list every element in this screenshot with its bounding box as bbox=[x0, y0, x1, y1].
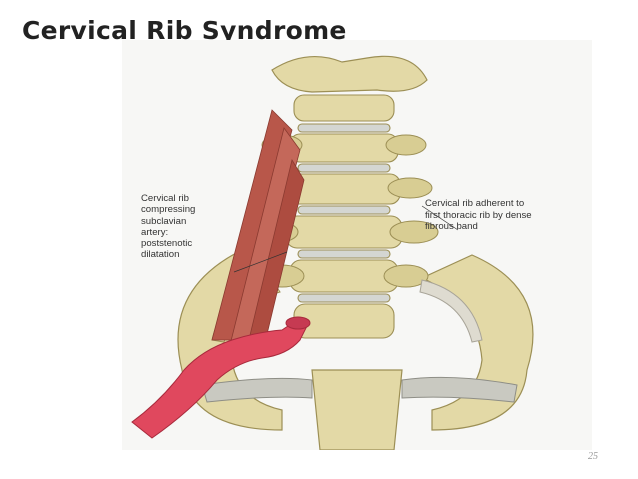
anatomy-illustration bbox=[122, 40, 592, 450]
left-annotation: Cervical rib compressing subclavian arte… bbox=[141, 193, 251, 261]
left-annotation-line: compressing bbox=[141, 204, 196, 216]
left-annotation-line: artery: bbox=[141, 226, 169, 238]
left-annotation-line: subclavian bbox=[141, 215, 187, 227]
right-annotation: Cervical rib adherent to first thoracic … bbox=[425, 198, 605, 233]
left-annotation-line: poststenotic bbox=[141, 238, 193, 250]
right-annotation-line: fibrous band bbox=[425, 221, 478, 233]
page-number: 25 bbox=[588, 451, 598, 462]
anatomy-drawing bbox=[131, 55, 534, 450]
right-annotation-line: first thoracic rib by dense bbox=[425, 209, 532, 221]
left-annotation-line: dilatation bbox=[141, 249, 180, 261]
left-annotation-line: Cervical rib bbox=[141, 193, 189, 204]
right-annotation-line: Cervical rib adherent to bbox=[425, 198, 525, 209]
